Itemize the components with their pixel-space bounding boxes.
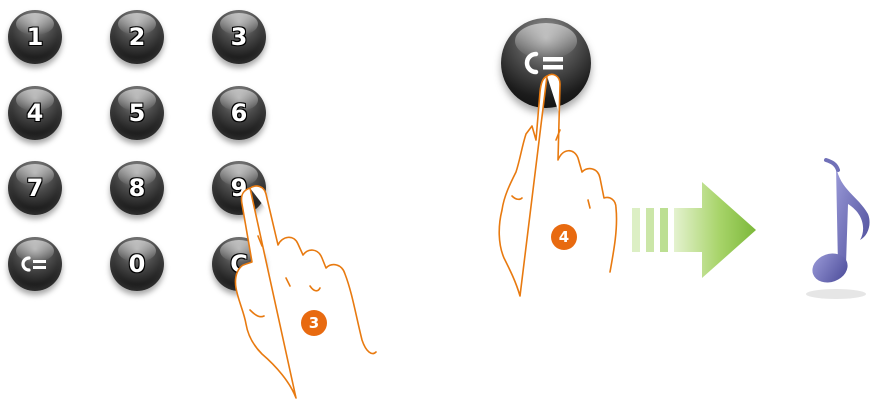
music-note-icon <box>0 0 882 400</box>
